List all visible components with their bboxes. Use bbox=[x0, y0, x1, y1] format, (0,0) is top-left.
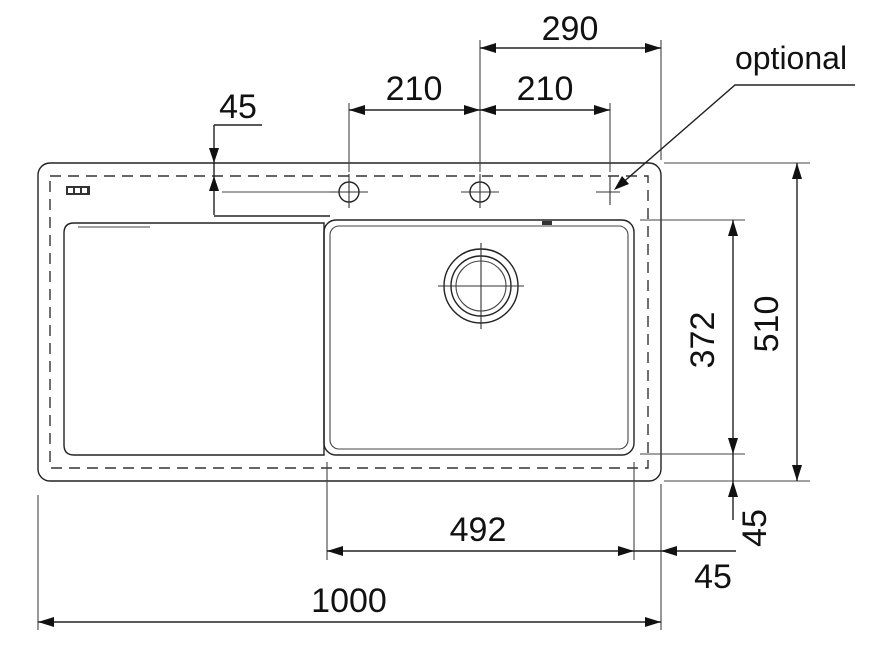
dim-bowl-depth-value: 372 bbox=[684, 312, 722, 369]
dim-overall-depth: 510 bbox=[748, 163, 802, 481]
dim-bowl-bottom-margin: 45 bbox=[728, 454, 774, 547]
dim-hole-spacing-a-value: 210 bbox=[386, 70, 443, 108]
dim-tap-offset-top-value: 45 bbox=[219, 88, 257, 126]
dim-right-hole-offset: 290 bbox=[480, 10, 661, 53]
tap-hole-left bbox=[330, 174, 368, 208]
dim-tap-offset-top: 45 bbox=[209, 88, 330, 217]
dim-bowl-bottom-margin-value: 45 bbox=[736, 509, 774, 547]
dim-bowl-width-value: 492 bbox=[450, 511, 507, 549]
dim-bowl-width: 492 bbox=[327, 511, 634, 556]
optional-leader: optional bbox=[614, 40, 855, 190]
drain-waste bbox=[438, 243, 524, 329]
draining-board bbox=[63, 222, 325, 456]
dim-bowl-right-margin-value: 45 bbox=[694, 558, 732, 596]
dim-bowl-right-margin: 45 bbox=[634, 546, 736, 596]
cutout-dashed-line bbox=[49, 175, 649, 469]
tap-hole-optional-mark bbox=[596, 176, 620, 205]
sink-bowl bbox=[323, 219, 635, 456]
brand-logo bbox=[66, 186, 90, 195]
dim-bowl-depth: 372 bbox=[684, 220, 738, 454]
dim-hole-spacing: 210 210 bbox=[349, 70, 610, 115]
tap-hole-center bbox=[461, 174, 499, 208]
dim-overall-width-value: 1000 bbox=[311, 582, 387, 620]
dim-hole-spacing-b-value: 210 bbox=[517, 70, 574, 108]
optional-label: optional bbox=[735, 40, 847, 76]
dim-overall-width: 1000 bbox=[38, 582, 661, 627]
dim-right-hole-offset-value: 290 bbox=[542, 10, 599, 48]
sink-outline bbox=[37, 162, 662, 482]
dim-overall-depth-value: 510 bbox=[748, 296, 786, 353]
